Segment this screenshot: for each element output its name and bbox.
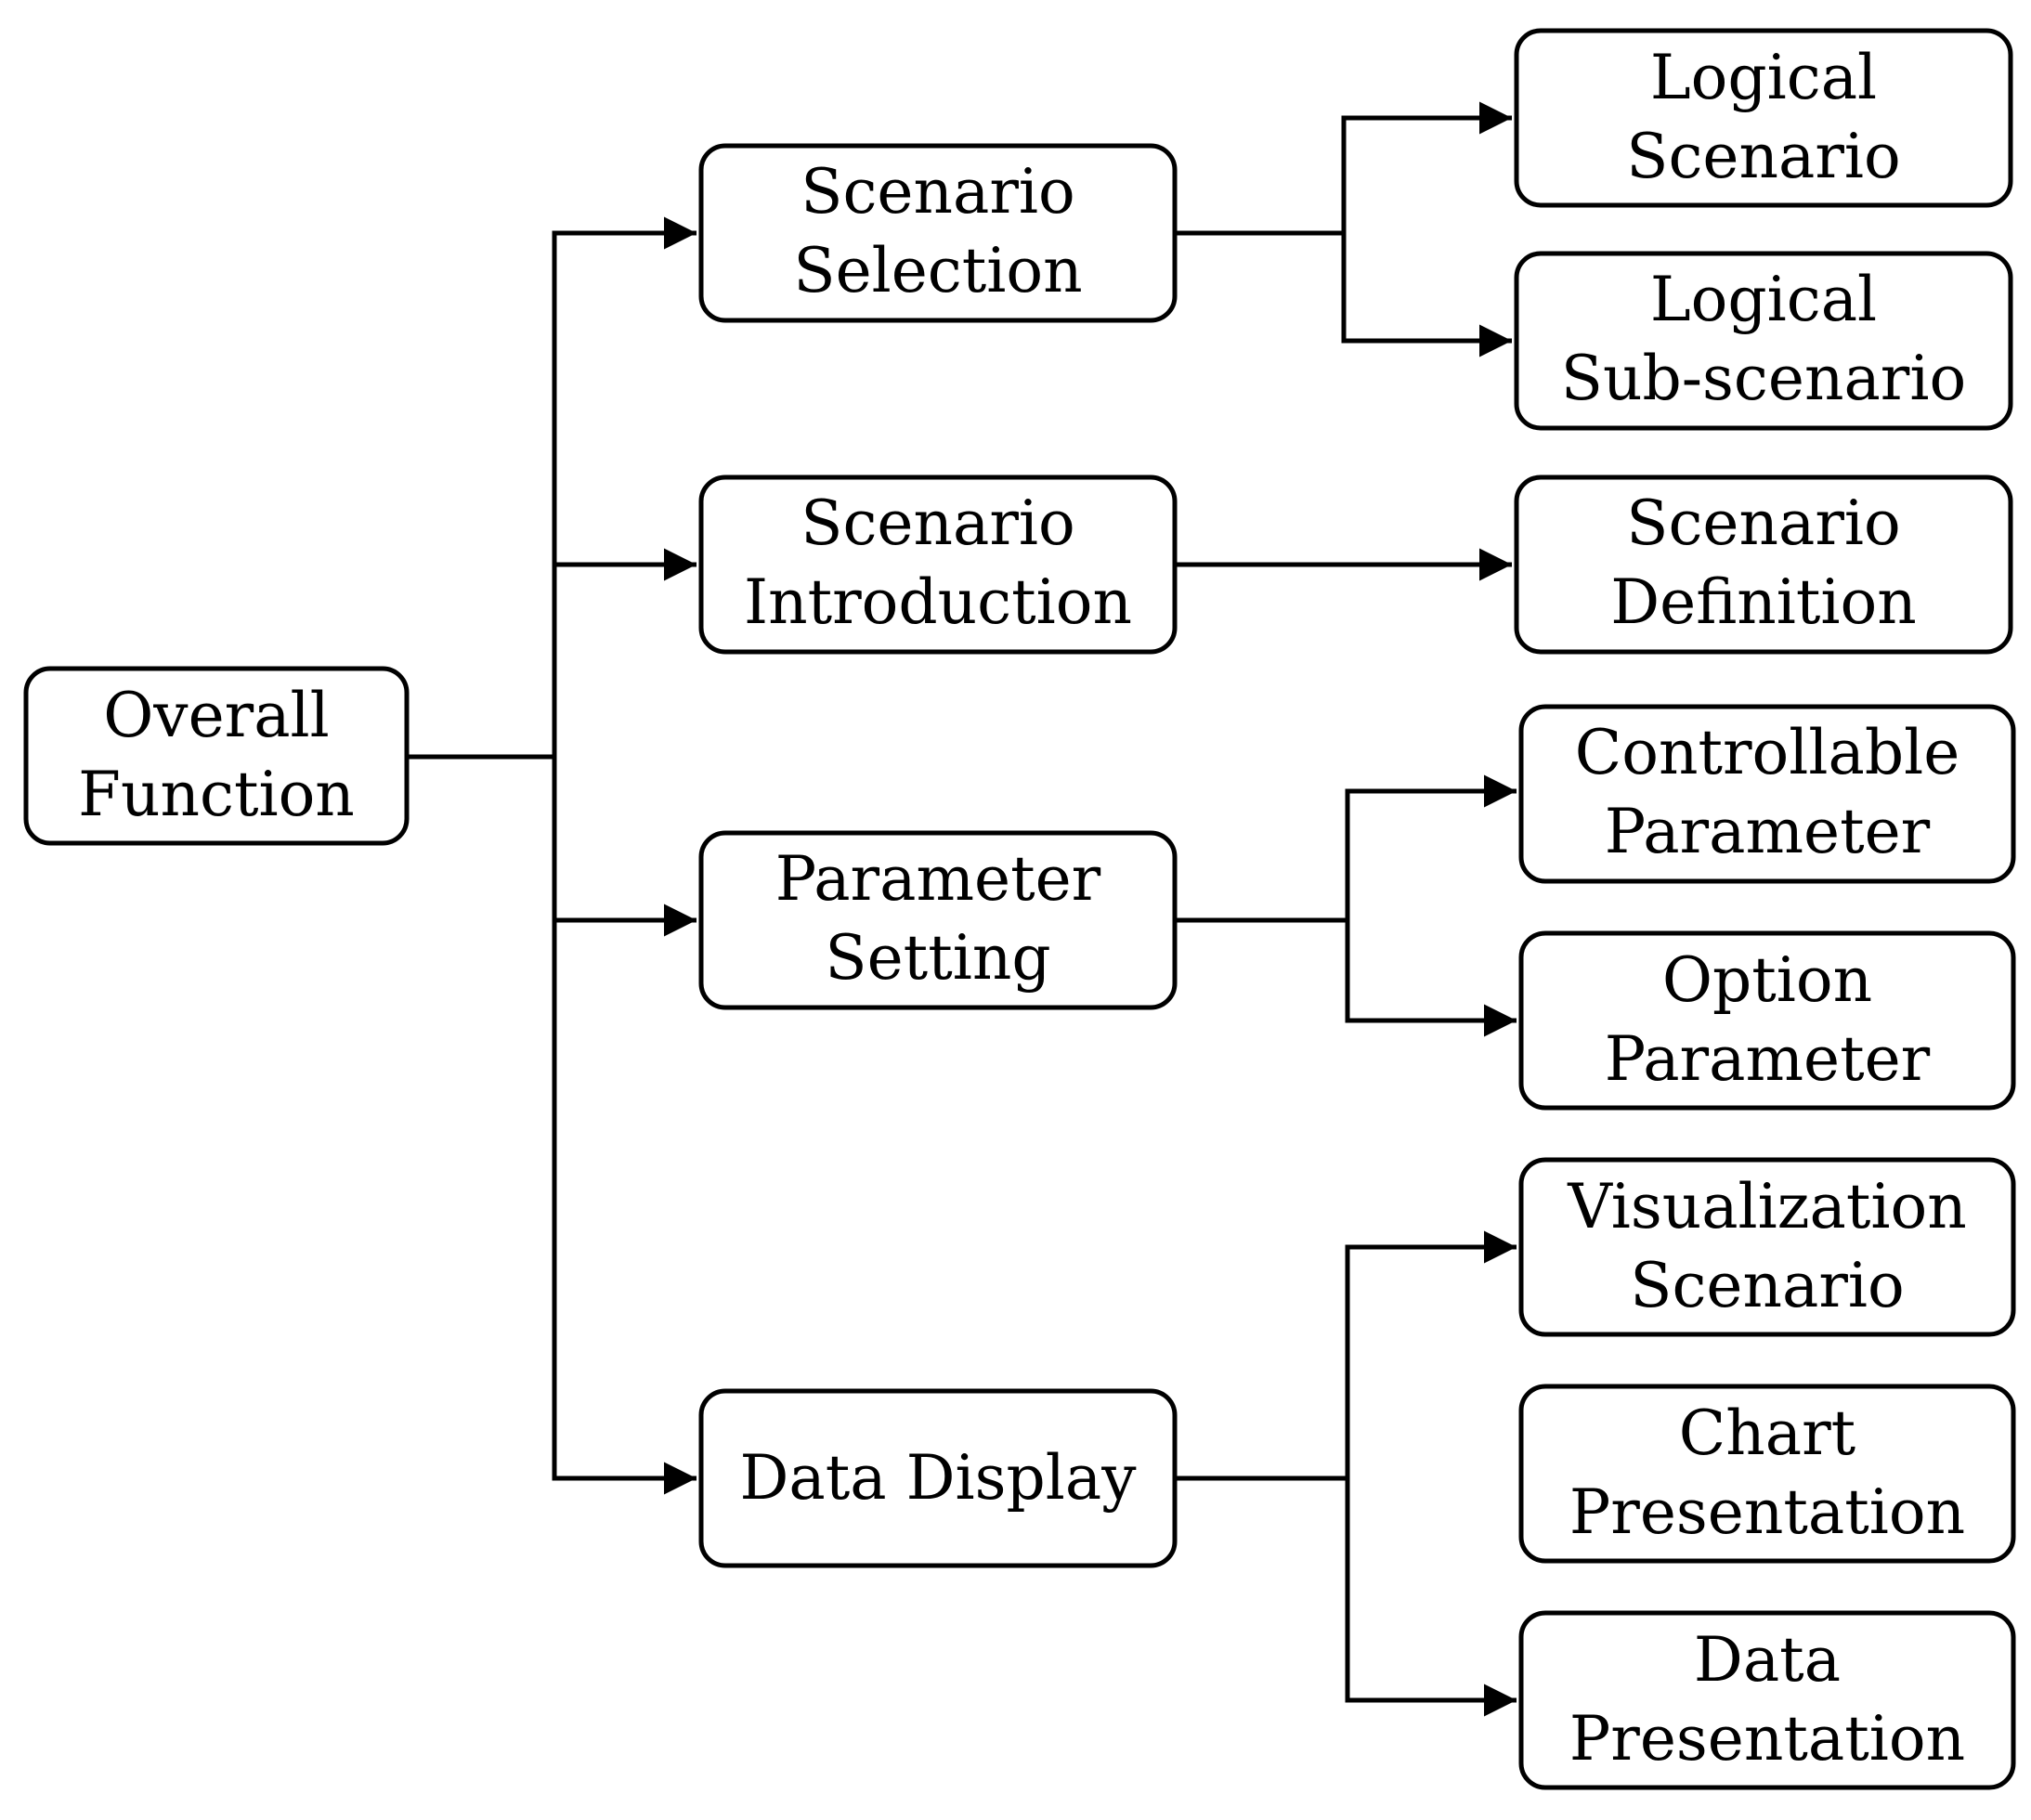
node-visualization-scenario: Visualization Scenario — [1518, 1157, 2016, 1337]
node-option-parameter: Option Parameter — [1518, 930, 2016, 1111]
node-parameter-setting: Parameter Setting — [698, 830, 1178, 1010]
node-logical-sub-scenario-line2: Sub-scenario — [1561, 343, 1966, 414]
node-chart-presentation-line2: Presentation — [1569, 1476, 1965, 1548]
node-scenario-selection-line2: Selection — [793, 235, 1082, 306]
node-chart-presentation: Chart Presentation — [1518, 1384, 2016, 1564]
edge-overall-function-to-data-display — [552, 757, 697, 1495]
edge-scenario-selection-to-logical-sub-scenario — [1341, 233, 1512, 358]
node-controllable-parameter-line1: Controllable — [1575, 717, 1960, 788]
node-parameter-setting-line1: Parameter — [775, 843, 1101, 915]
node-option-parameter-line1: Option — [1662, 944, 1872, 1016]
node-chart-presentation-line1: Chart — [1679, 1398, 1855, 1469]
node-data-display-line1: Data Display — [739, 1442, 1137, 1514]
node-scenario-definition-line1: Scenario — [1626, 488, 1901, 559]
node-scenario-introduction-line2: Introduction — [744, 566, 1132, 638]
node-data-presentation-line1: Data — [1694, 1624, 1841, 1696]
node-logical-scenario-line2: Scenario — [1626, 121, 1901, 192]
node-data-presentation: Data Presentation — [1518, 1610, 2016, 1790]
node-scenario-introduction-line1: Scenario — [801, 488, 1075, 559]
node-overall-function: Overall Function — [23, 666, 410, 846]
node-overall-function-line2: Function — [78, 759, 355, 830]
node-data-presentation-line2: Presentation — [1569, 1703, 1965, 1774]
node-overall-function-line1: Overall — [103, 680, 330, 751]
edge-data-display-to-visualization-scenario — [1175, 1230, 1517, 1481]
node-scenario-introduction: Scenario Introduction — [698, 474, 1178, 655]
node-logical-sub-scenario-line1: Logical — [1650, 264, 1877, 335]
node-logical-sub-scenario: Logical Sub-scenario — [1514, 251, 2013, 431]
node-scenario-definition-line2: Definition — [1610, 566, 1916, 638]
node-controllable-parameter-line2: Parameter — [1605, 796, 1931, 867]
node-scenario-selection: Scenario Selection — [698, 143, 1178, 323]
connectors — [409, 101, 1517, 1717]
node-data-display: Data Display — [698, 1388, 1178, 1568]
node-parameter-setting-line2: Setting — [825, 922, 1050, 994]
node-logical-scenario: Logical Scenario — [1514, 28, 2013, 208]
edge-parameter-setting-to-option-parameter — [1345, 920, 1517, 1037]
edge-overall-function-to-scenario-selection — [409, 216, 697, 760]
node-visualization-scenario-line2: Scenario — [1630, 1250, 1905, 1321]
node-scenario-selection-line1: Scenario — [801, 156, 1075, 228]
edge-parameter-setting-to-controllable-parameter — [1175, 774, 1517, 923]
edge-scenario-selection-to-logical-scenario — [1175, 101, 1512, 236]
node-visualization-scenario-line1: Visualization — [1567, 1171, 1967, 1242]
node-controllable-parameter: Controllable Parameter — [1518, 704, 2016, 884]
node-scenario-definition: Scenario Definition — [1514, 474, 2013, 655]
node-option-parameter-line2: Parameter — [1605, 1023, 1931, 1095]
edge-data-display-to-data-presentation — [1345, 1478, 1517, 1717]
node-logical-scenario-line1: Logical — [1650, 42, 1877, 113]
